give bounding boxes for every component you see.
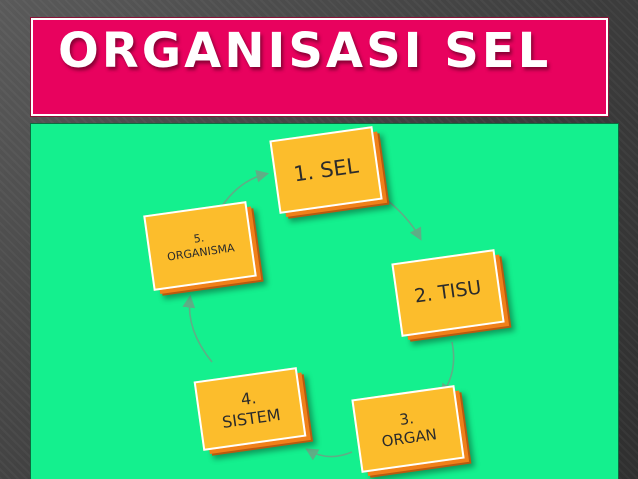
title-banner [31, 18, 608, 116]
cycle-box-text: SISTEM [220, 404, 282, 432]
cycle-box-number: 1. [292, 159, 316, 187]
cycle-box-text: ORGANISMA [166, 241, 236, 264]
cycle-box-sel: 1. SEL [269, 126, 383, 214]
cycle-box-number: 2. [412, 283, 435, 308]
arrow-sel-to-tisu [381, 195, 422, 241]
cycle-box-text: SEL [318, 153, 360, 183]
cycle-box-number: 3. [398, 409, 415, 430]
page-title: ORGANISASI SEL [58, 23, 552, 79]
cycle-box-sistem: 4. SISTEM [193, 367, 307, 451]
cycle-box-organ: 3. ORGAN [351, 385, 465, 473]
cycle-box-text: TISU [436, 276, 483, 305]
cycle-box-label: 1. SEL [292, 152, 360, 187]
cycle-box-text: ORGAN [380, 425, 438, 451]
cycle-box-tisu: 2. TISU [391, 249, 505, 337]
cycle-box-number: 4. [239, 388, 258, 410]
cycle-box-label: 2. TISU [413, 277, 483, 310]
cycle-box-organisma: 5. ORGANISMA [143, 201, 257, 291]
arrow-organ-to-sistem [305, 448, 353, 461]
arrow-organisma-to-sel [221, 169, 270, 207]
arrow-sistem-to-organisma [182, 294, 213, 363]
